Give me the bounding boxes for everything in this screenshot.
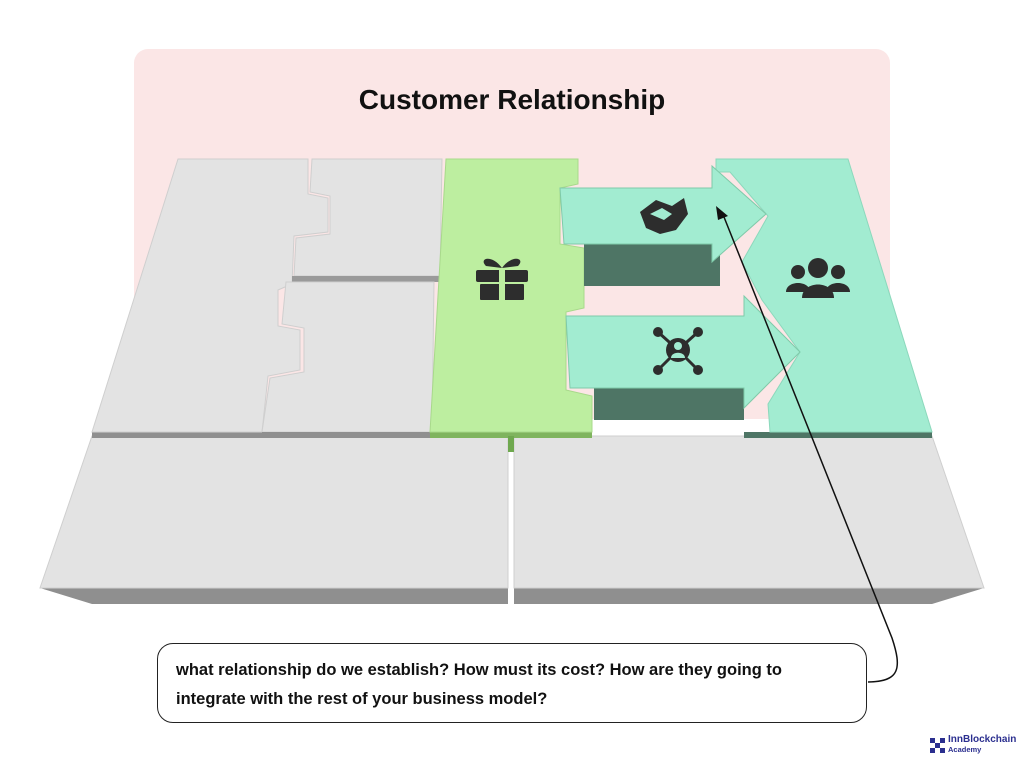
key-partners-block [91,158,329,438]
key-activities-block [292,158,443,282]
callout-text: what relationship do we establish? How m… [176,661,782,708]
logo-sub-text: Academy [948,745,982,754]
cost-structure-block [39,435,509,604]
callout-connector [716,206,899,683]
brand-logo: InnBlockchain Academy [928,735,1018,757]
gift-icon [476,258,528,300]
logo-brand-text: InnBlockchain [948,734,1017,745]
callout-box: what relationship do we establish? How m… [157,643,867,723]
revenue-streams-block [513,435,985,604]
key-resources-block [261,281,435,438]
logo-mark-icon [930,738,945,753]
handshake-icon [640,198,688,234]
group-icon [786,258,850,298]
diagram-title: Customer Relationship [358,84,666,115]
network-person-icon [653,327,703,375]
